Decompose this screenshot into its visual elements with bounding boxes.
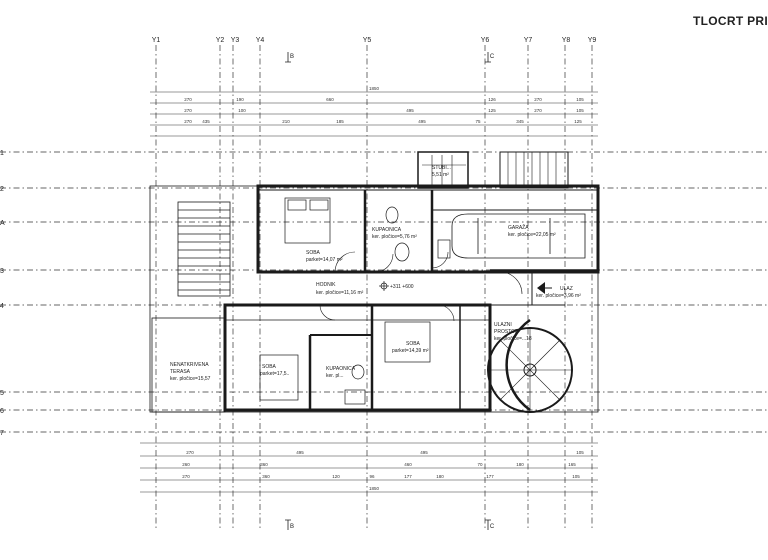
grid-label-2: 2	[0, 186, 4, 193]
dim-bottom-7: 460	[404, 462, 412, 467]
dim-bottom-1: 270	[186, 450, 194, 455]
dim-bottom-9: 180	[516, 462, 524, 467]
dim-bottom-overall: 1850	[369, 486, 380, 491]
grid-label-7: 7	[0, 430, 4, 437]
dim-top-14: 435	[202, 119, 210, 124]
furniture	[259, 197, 451, 405]
grid-label-y7: Y7	[524, 37, 533, 44]
room-label-prostor: PROSTOR	[494, 329, 519, 335]
stairs-left	[177, 201, 231, 297]
dim-top-13: 270	[184, 119, 192, 124]
grid-label-4: 4	[0, 303, 4, 310]
dim-bottom-16: 180	[436, 474, 444, 479]
dim-bottom-10: 165	[568, 462, 576, 467]
dim-top-17: 495	[418, 119, 426, 124]
grid-label-3: 3	[0, 268, 4, 275]
dim-bottom-13: 120	[332, 474, 340, 479]
grid-label-a: A	[0, 220, 5, 227]
dim-top-10: 125	[488, 108, 496, 113]
dim-top-7: 270	[184, 108, 192, 113]
room-area-prostor: ker. pločice=...18	[494, 336, 532, 342]
dim-top-19: 345	[516, 119, 524, 124]
dim-bottom-3: 495	[420, 450, 428, 455]
dim-top-5: 270	[534, 97, 542, 102]
room-label-soba-2: SOBA	[262, 364, 277, 370]
stairs-top	[422, 152, 557, 188]
dim-bottom-17: 177	[486, 474, 494, 479]
spiral-staircase	[487, 318, 573, 413]
entrance-arrow-icon	[537, 282, 552, 294]
room-area-soba-1: parket=14,07 m²	[306, 257, 343, 263]
room-area-ulaz: ker. pločice=3,96 m²	[536, 293, 581, 299]
grid-label-y5: Y5	[363, 37, 372, 44]
room-label-kupaonica-1: KUPAONICA	[372, 227, 402, 233]
dim-top-15: 210	[282, 119, 290, 124]
grid-label-y6: Y6	[481, 37, 490, 44]
room-area-terasa: ker. pločice=15,57	[170, 376, 211, 382]
room-label-kupaonica-2: KUPAONICA	[326, 366, 356, 372]
room-area-kupaonica-2: ker. pl...	[326, 373, 344, 379]
dim-bottom-2: 495	[296, 450, 304, 455]
doors	[319, 251, 523, 322]
dim-top-12: 105	[576, 108, 584, 113]
level-crosshair-icon	[379, 281, 389, 291]
grid-label-6: 6	[0, 408, 4, 415]
room-label-terasa-1: NENATKRIVENA	[170, 362, 209, 368]
dim-top-18: 75	[475, 119, 481, 124]
level-marker: +311 +600	[390, 284, 414, 290]
room-area-soba-2: parket=17,5..	[260, 371, 289, 377]
room-area-kupaonica-1: ker. pločice=5,76 m²	[372, 234, 417, 240]
dim-bottom-18: 105	[572, 474, 580, 479]
dim-top-1: 270	[184, 97, 192, 102]
dim-top-overall: 1850	[369, 86, 380, 91]
dim-top-11: 270	[534, 108, 542, 113]
car-symbol	[451, 213, 586, 259]
room-label-ulazni: ULAZNI	[494, 322, 512, 328]
dim-bottom-14: 96	[369, 474, 375, 479]
dim-top-3: 660	[326, 97, 334, 102]
room-label-soba-1: SOBA	[306, 250, 321, 256]
dim-top-20: 125	[574, 119, 582, 124]
room-area-stubiste: 5,51 m²	[432, 172, 449, 178]
grid-label-y9: Y9	[588, 37, 597, 44]
dim-top-9: 495	[406, 108, 414, 113]
room-label-soba-3: SOBA	[406, 341, 421, 347]
room-area-garaza: ker. pločice=22,05 m²	[508, 232, 556, 238]
drawing-title: TLOCRT PRI	[693, 14, 768, 28]
dim-bottom-15: 177	[404, 474, 412, 479]
grid-label-1: 1	[0, 150, 4, 157]
dim-bottom-5: 260	[182, 462, 190, 467]
grid-label-y8: Y8	[562, 37, 571, 44]
dim-top-2: 190	[236, 97, 244, 102]
dim-top-8: 100	[238, 108, 246, 113]
room-area-hodnik: ker. pločice=11,16 m²	[316, 290, 364, 296]
room-label-garaza: GARAŽA	[508, 223, 529, 231]
grid-label-y1: Y1	[152, 37, 161, 44]
section-mark-b-top: B	[290, 54, 294, 60]
dim-bottom-8: 70	[477, 462, 483, 467]
room-label-terasa-2: TERASA	[170, 369, 191, 375]
grid-label-y3: Y3	[231, 37, 240, 44]
room-label-ulaz: ULAZ	[560, 286, 573, 292]
dim-top-4: 126	[488, 97, 496, 102]
room-label-stubiste: STUBI...	[432, 165, 451, 171]
grid-label-y2: Y2	[216, 37, 225, 44]
dim-bottom-6: 360	[260, 462, 268, 467]
grid-label-5: 5	[0, 390, 4, 397]
dim-bottom-12: 360	[262, 474, 270, 479]
dim-bottom-4: 105	[576, 450, 584, 455]
dim-top-6: 105	[576, 97, 584, 102]
section-mark-b-bottom: B	[290, 524, 294, 530]
room-area-soba-3: parket=14,39 m²	[392, 348, 429, 354]
room-label-hodnik: HODNIK	[316, 282, 336, 288]
section-mark-c-top: C	[490, 54, 495, 60]
grid-label-y4: Y4	[256, 37, 265, 44]
dim-top-16: 185	[336, 119, 344, 124]
section-mark-c-bottom: C	[490, 524, 495, 530]
dim-bottom-11: 270	[182, 474, 190, 479]
